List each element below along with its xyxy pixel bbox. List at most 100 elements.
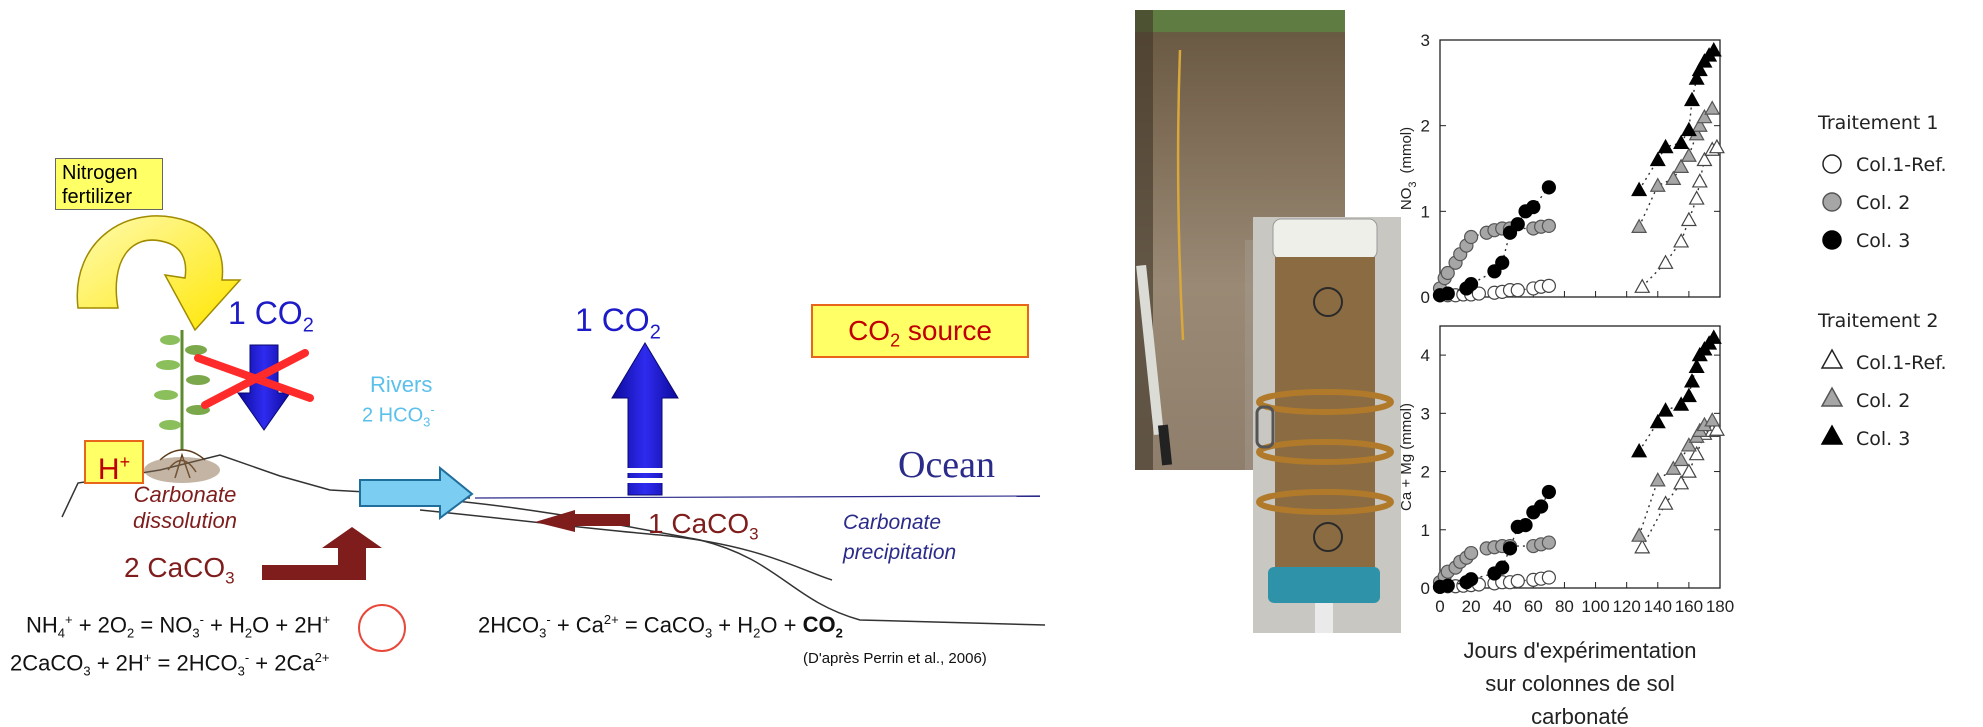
data-point-0-3-1 xyxy=(1657,254,1674,269)
co2-source-box: CO2 source xyxy=(811,304,1029,358)
data-point-1-5-5 xyxy=(1683,373,1701,388)
data-point-1-2-1 xyxy=(1440,578,1455,593)
data-point-0-5-4 xyxy=(1680,121,1697,137)
data-point-0-4-0 xyxy=(1631,218,1648,233)
co2-release-arrow xyxy=(611,342,679,496)
data-point-1-2-10 xyxy=(1534,499,1549,514)
data-point-1-5-10 xyxy=(1705,329,1722,344)
data-point-0-5-6 xyxy=(1688,70,1705,85)
legend-marker-circle-black xyxy=(1822,230,1842,250)
data-point-0-2-1 xyxy=(1440,286,1455,301)
co2-absorbed-label: 1 CO2 xyxy=(228,295,314,337)
data-point-1-3-3 xyxy=(1680,463,1697,478)
legend-marker-triangle-gray xyxy=(1820,386,1844,407)
y-tick-label-1-1: 1 xyxy=(1421,521,1430,540)
co2-released-label: 1 CO2 xyxy=(575,302,661,344)
data-point-0-2-7 xyxy=(1510,217,1525,232)
data-point-0-2-5 xyxy=(1495,255,1510,270)
nitrogen-fertilizer-box: Nitrogen fertilizer xyxy=(55,158,163,210)
data-point-0-0-9 xyxy=(1510,283,1525,298)
caco3-dissolved-label: 2 CaCO3 xyxy=(124,552,235,588)
data-point-1-2-5 xyxy=(1495,560,1510,575)
data-point-0-3-4 xyxy=(1688,190,1705,205)
data-point-1-2-8 xyxy=(1518,518,1533,533)
data-point-0-3-2 xyxy=(1673,233,1690,248)
legend-markers-t2 xyxy=(1820,348,1844,445)
legend-marker-triangle-black xyxy=(1820,424,1844,445)
legend-t2-ref: Col.1-Ref. xyxy=(1856,352,1947,374)
y-tick-label-1-2: 2 xyxy=(1421,463,1430,482)
data-point-0-4-2 xyxy=(1665,170,1682,185)
plant-icon xyxy=(144,330,220,483)
data-point-1-5-2 xyxy=(1657,402,1674,417)
data-point-0-2-9 xyxy=(1526,199,1541,215)
data-point-0-4-3 xyxy=(1673,158,1690,173)
data-point-1-0-9 xyxy=(1510,573,1525,589)
data-point-1-4-1 xyxy=(1649,472,1666,487)
data-point-1-3-7 xyxy=(1708,421,1725,436)
data-point-0-5-7 xyxy=(1691,61,1708,77)
data-point-0-4-1 xyxy=(1649,177,1666,192)
legend-marker-circle-open xyxy=(1822,154,1842,174)
legend-t1-col2: Col. 2 xyxy=(1856,192,1911,214)
data-point-1-3-2 xyxy=(1673,474,1690,490)
caco3-precipitated-label: 1 CaCO3 xyxy=(648,508,759,544)
data-point-1-5-4 xyxy=(1680,387,1697,403)
data-point-0-4-8 xyxy=(1704,100,1721,115)
rivers-flow-arrow xyxy=(359,465,474,520)
data-point-1-2-6 xyxy=(1502,541,1518,556)
data-point-1-5-0 xyxy=(1631,442,1648,458)
data-point-0-3-0 xyxy=(1634,278,1651,293)
legend-t2-col2: Col. 2 xyxy=(1856,390,1911,412)
x-axis-label-line-2: carbonaté xyxy=(1531,704,1629,727)
legend-marker-circle-gray xyxy=(1822,192,1842,212)
y-axis-label-no3: NO3(mmol) xyxy=(1398,127,1419,210)
data-point-0-5-10 xyxy=(1705,42,1722,57)
data-point-0-3-5 xyxy=(1691,173,1708,188)
cross-mark-icon xyxy=(194,349,314,409)
legend-t1-col3: Col. 3 xyxy=(1856,230,1911,252)
fertilizer-label: fertilizer xyxy=(62,186,133,208)
data-point-1-1-6 xyxy=(1464,545,1479,561)
x-tick-label-160: 160 xyxy=(1675,597,1703,616)
legend-marker-triangle-open xyxy=(1820,348,1844,369)
data-point-1-2-11 xyxy=(1541,484,1556,500)
precipitation-arrow xyxy=(535,510,630,532)
data-point-0-5-2 xyxy=(1657,138,1674,154)
y-tick-label-1-3: 3 xyxy=(1421,404,1430,423)
legend-t1-ref: Col.1-Ref. xyxy=(1856,154,1947,176)
y-tick-label-0-3: 3 xyxy=(1421,31,1430,50)
data-point-1-4-4 xyxy=(1680,437,1697,452)
data-point-1-4-3 xyxy=(1673,451,1690,467)
data-point-0-5-0 xyxy=(1631,181,1648,197)
x-tick-label-40: 40 xyxy=(1493,597,1512,616)
y-tick-label-1-4: 4 xyxy=(1421,346,1430,365)
x-tick-label-180: 180 xyxy=(1706,597,1734,616)
dissolution-arrow xyxy=(262,527,382,580)
soil-column-photo xyxy=(1253,217,1401,633)
data-point-0-2-3 xyxy=(1464,277,1479,292)
legend-treatment1-title: Traitement 1 xyxy=(1818,112,1939,134)
data-point-1-1-13 xyxy=(1541,535,1556,550)
equation-carbonate-precipitation: 2HCO3- + Ca2+ = CaCO3 + H2O + CO2 xyxy=(478,612,843,641)
equation-nitrification: NH4+ + 2O2 = NO3- + H2O + 2H+ xyxy=(26,612,331,641)
carbonate-precipitation-label: Carbonate precipitation xyxy=(843,511,957,564)
y-tick-label-1-0: 0 xyxy=(1421,579,1430,598)
data-point-1-3-4 xyxy=(1688,445,1705,461)
data-point-1-4-2 xyxy=(1665,460,1682,475)
rivers-hco3-label: 2 HCO3- xyxy=(362,402,435,430)
data-point-1-3-0 xyxy=(1634,539,1651,554)
data-point-1-5-1 xyxy=(1649,413,1666,429)
x-tick-label-100: 100 xyxy=(1581,597,1609,616)
x-axis-label-line-0: Jours d'expérimentation xyxy=(1464,638,1697,663)
legend-treatment2-title: Traitement 2 xyxy=(1818,310,1939,332)
nitrogen-label: Nitrogen xyxy=(62,162,138,184)
data-point-0-4-7 xyxy=(1696,108,1713,124)
x-tick-label-60: 60 xyxy=(1524,597,1543,616)
y-tick-label-0-0: 0 xyxy=(1421,288,1430,307)
legend-t2-col3: Col. 3 xyxy=(1856,428,1911,450)
y-tick-label-0-1: 1 xyxy=(1421,202,1430,221)
data-point-0-1-2 xyxy=(1440,265,1455,281)
data-point-0-2-10 xyxy=(1541,180,1556,195)
